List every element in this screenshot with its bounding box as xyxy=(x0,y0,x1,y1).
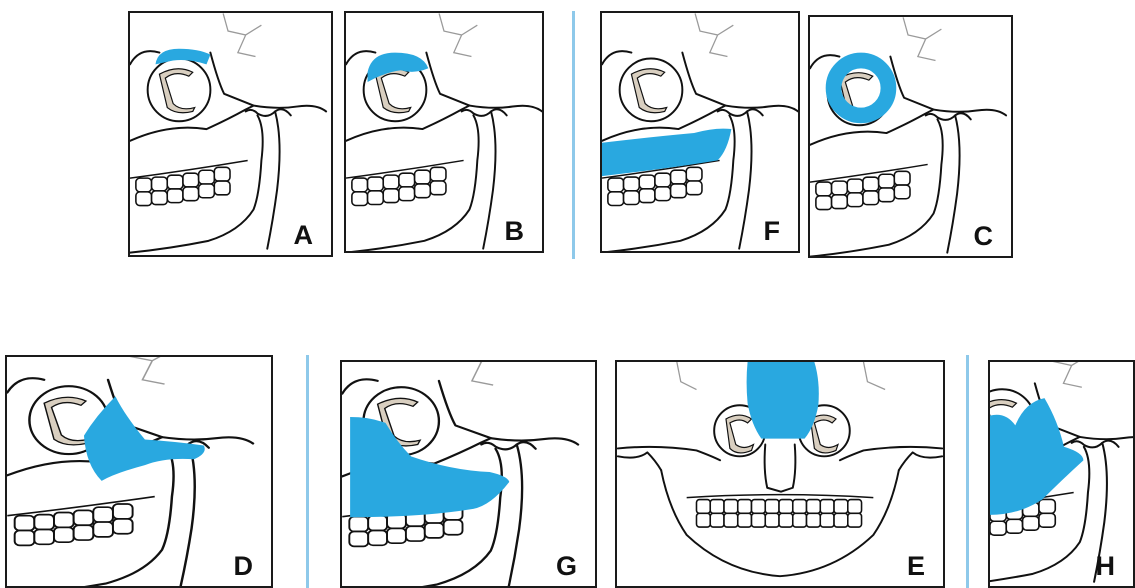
panel-e: E xyxy=(615,360,945,588)
divider-bottom-left xyxy=(306,355,309,588)
teeth-row xyxy=(696,500,861,528)
panel-c: C xyxy=(808,15,1013,258)
panel-label-b: B xyxy=(505,218,525,245)
panel-label-c: C xyxy=(974,223,994,250)
highlight-region-a xyxy=(155,49,210,65)
divider-top xyxy=(572,11,575,259)
panel-a: A xyxy=(128,11,333,257)
panel-label-f: F xyxy=(764,218,781,245)
panel-label-g: G xyxy=(556,553,577,580)
divider-bottom-right xyxy=(966,355,969,588)
skull-frontal-e xyxy=(617,362,943,586)
panel-label-h: H xyxy=(1096,553,1116,580)
highlight-region-e xyxy=(747,362,819,439)
panel-g: G xyxy=(340,360,597,588)
panel-d: D xyxy=(5,355,273,588)
highlight-region-h xyxy=(990,398,1083,515)
panel-f: F xyxy=(600,11,800,253)
panel-label-e: E xyxy=(907,553,925,580)
panel-h: H xyxy=(988,360,1135,588)
panel-label-d: D xyxy=(234,553,254,580)
panel-b: B xyxy=(344,11,544,253)
skull-lateral-a xyxy=(130,13,331,255)
panel-label-a: A xyxy=(294,222,314,249)
highlight-region-g xyxy=(350,417,509,517)
skull-lateral-d xyxy=(7,357,271,586)
